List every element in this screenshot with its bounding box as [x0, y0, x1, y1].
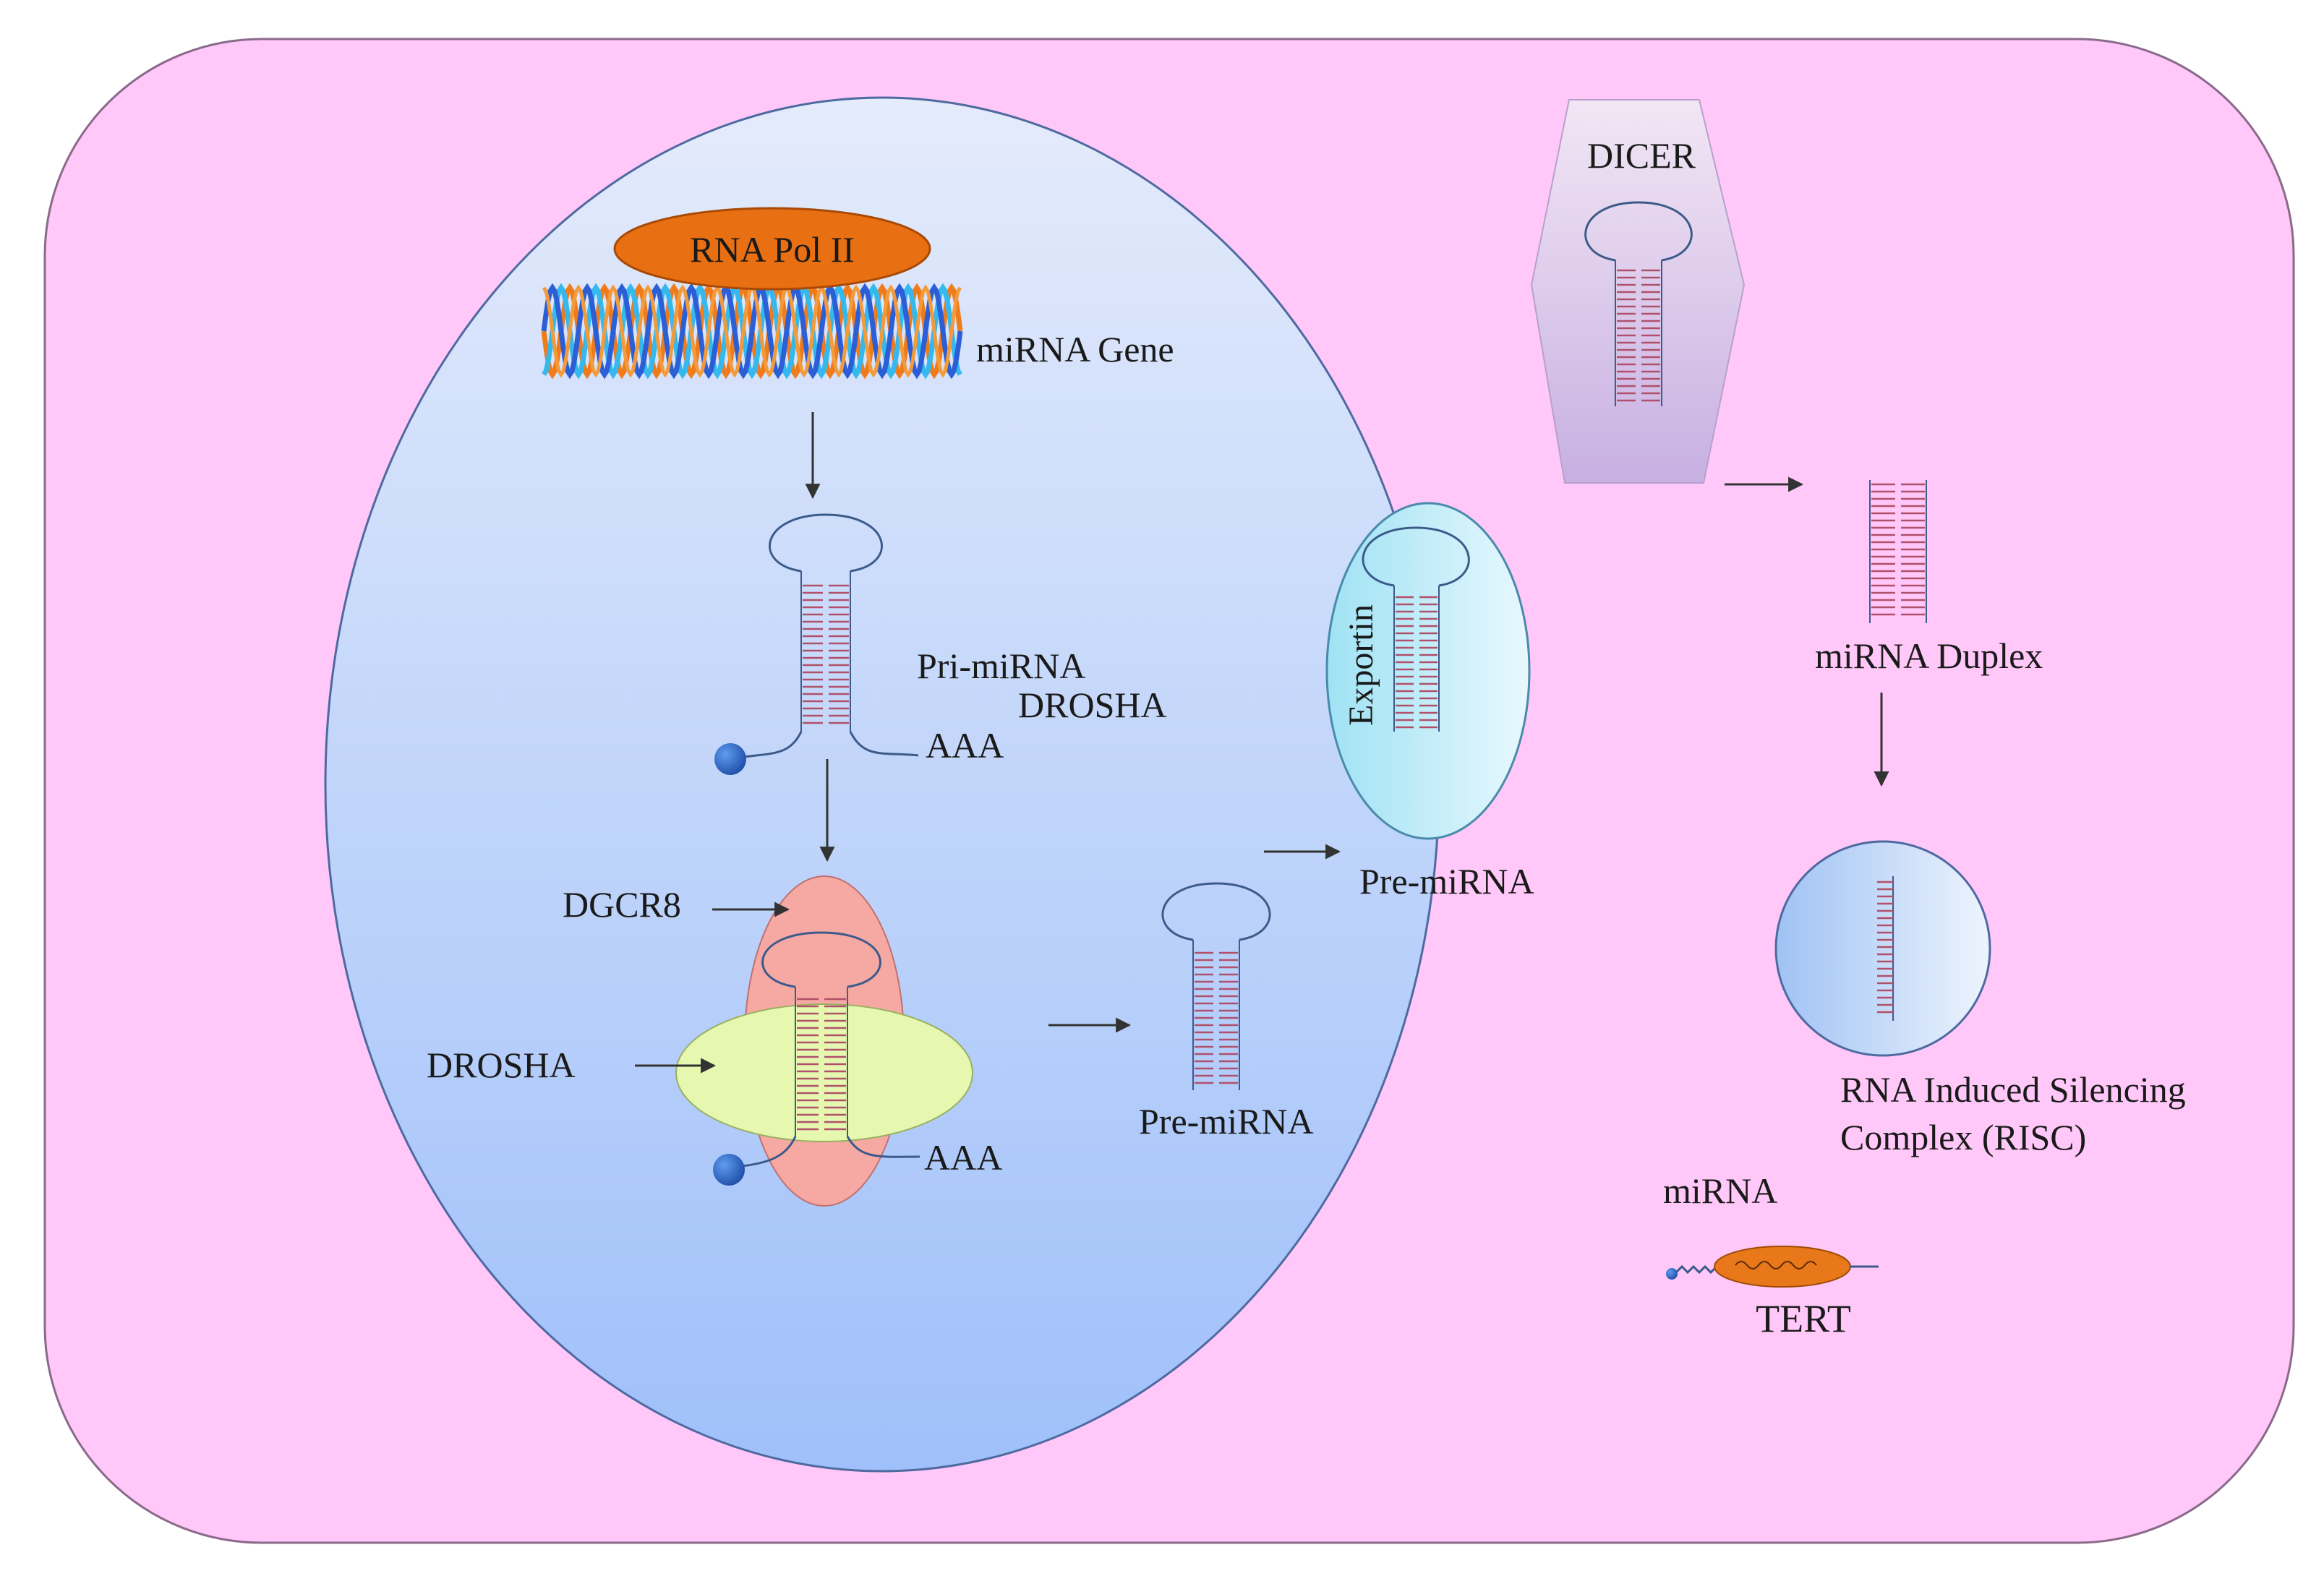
dicer-protein: DICER [1530, 99, 1746, 484]
pre-mirna-hairpin-nucleus [1161, 882, 1271, 1090]
tert-protein [1714, 1246, 1851, 1288]
cap-circle [713, 1154, 745, 1186]
dna-strand [542, 283, 962, 380]
pre-mirna-cytoplasm-label: Pre-miRNA [1359, 861, 1534, 902]
risc-label-line1: RNA Induced Silencing [1840, 1069, 2186, 1110]
cap-circle [714, 743, 746, 775]
pre-mirna-nucleus-label: Pre-miRNA [1139, 1101, 1314, 1142]
nucleus [324, 96, 1440, 1473]
dgcr8-label: DGCR8 [563, 884, 681, 925]
dna-strand [541, 283, 963, 380]
tert-label: TERT [1756, 1297, 1851, 1340]
pri-mirna-hairpin [714, 513, 919, 775]
pri-mirna-label: Pri-miRNA [917, 646, 1085, 686]
mirna-duplex [1869, 480, 1927, 623]
risc-complex [1774, 840, 1991, 1057]
rna-pol-label: RNA Pol II [690, 229, 855, 270]
mirna-label: miRNA [1663, 1170, 1777, 1211]
dicer-label: DICER [1587, 135, 1696, 176]
risc-label-line2: Complex (RISC) [1840, 1117, 2086, 1157]
aaa-upper-label: AAA [926, 725, 1004, 766]
aaa-lower-label: AAA [924, 1137, 1002, 1178]
exportin-label: Exportin [1342, 604, 1380, 726]
exportin-protein: Exportin [1325, 502, 1531, 840]
drosha-lower-label: DROSHA [427, 1045, 576, 1085]
microprocessor-complex [675, 875, 973, 1207]
mirna-duplex-label: miRNA Duplex [1815, 635, 2043, 676]
mirna-gene-label: miRNA Gene [976, 329, 1174, 369]
drosha-protein [675, 1003, 973, 1142]
rna-pol-ii: RNA Pol II [613, 207, 931, 291]
tert-mrna [1666, 1246, 1879, 1288]
drosha-upper-label: DROSHA [1018, 685, 1167, 725]
